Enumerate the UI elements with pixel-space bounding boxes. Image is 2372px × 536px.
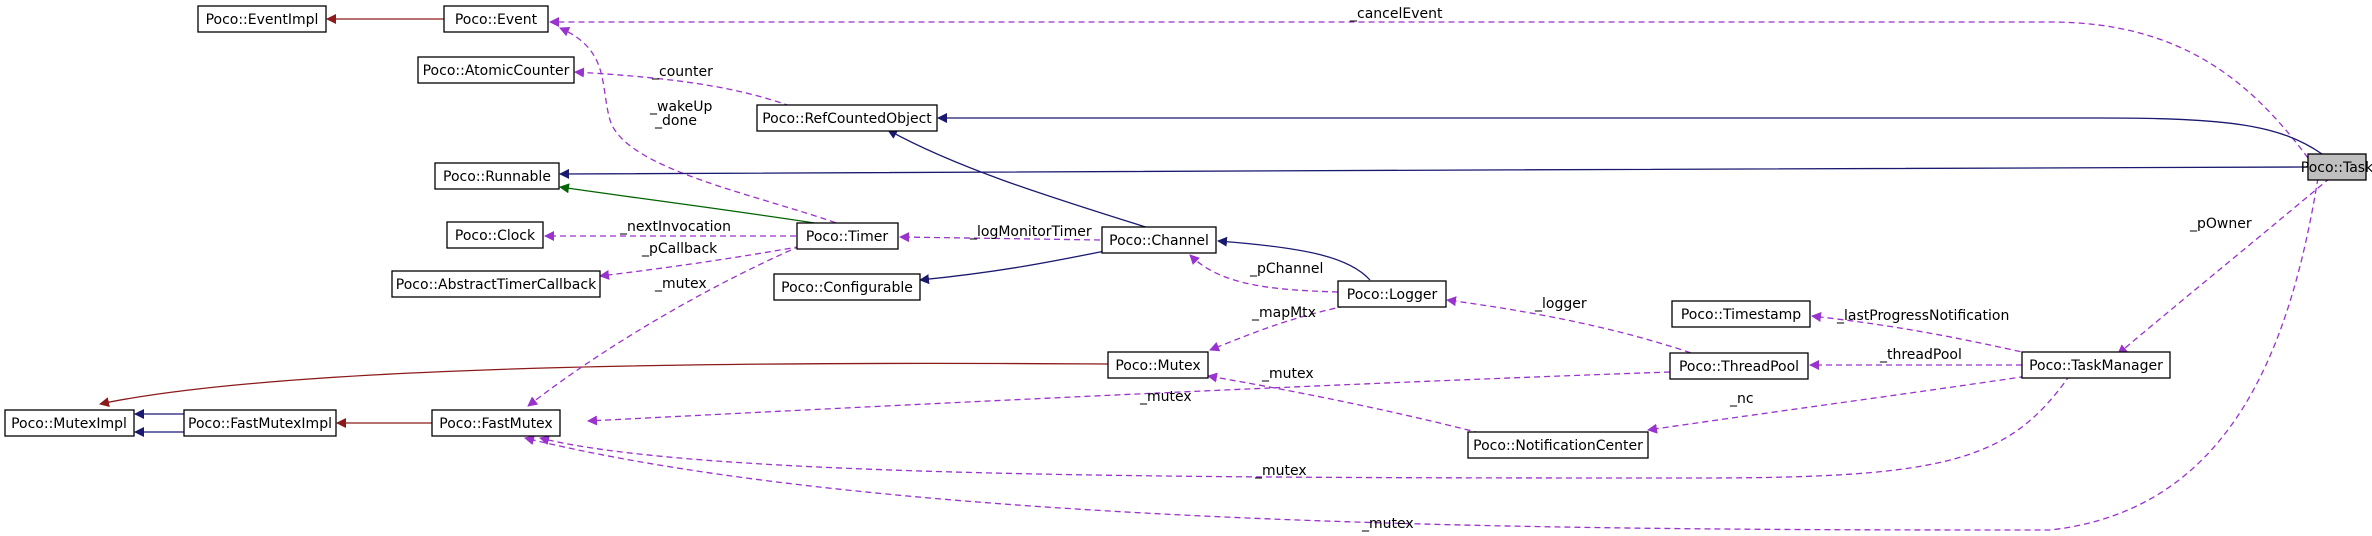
node-fast-mutex-impl-label: Poco::FastMutexImpl — [188, 416, 332, 432]
node-task-manager-label: Poco::TaskManager — [2029, 358, 2163, 374]
edge-logger-inherits-channel — [1217, 236, 1371, 281]
node-event-label: Poco::Event — [455, 12, 538, 28]
node-event-impl-label: Poco::EventImpl — [206, 12, 319, 28]
node-runnable-label: Poco::Runnable — [443, 169, 551, 185]
label-next-invocation: _nextInvocation — [619, 219, 731, 235]
node-task-manager[interactable]: Poco::TaskManager — [2021, 351, 2171, 379]
node-channel[interactable]: Poco::Channel — [1101, 226, 1217, 254]
edge-timer-mutex — [527, 245, 801, 407]
node-fast-mutex[interactable]: Poco::FastMutex — [431, 409, 561, 437]
node-clock-label: Poco::Clock — [455, 228, 536, 244]
node-runnable[interactable]: Poco::Runnable — [434, 162, 560, 190]
node-abstract-timer-callback-label: Poco::AbstractTimerCallback — [396, 277, 597, 293]
node-configurable[interactable]: Poco::Configurable — [773, 273, 921, 301]
edge-task-inherits-refcounted — [937, 113, 2323, 155]
edge-threadpool-mutex — [587, 371, 1671, 426]
node-notification-center-label: Poco::NotificationCenter — [1473, 438, 1643, 454]
edge-channel-inherits-configurable — [919, 250, 1106, 285]
edge-mutex-inherits-mutex-impl — [99, 362, 1109, 408]
node-event-impl[interactable]: Poco::EventImpl — [197, 5, 327, 33]
edge-logger-pchannel — [1189, 254, 1339, 293]
node-timestamp[interactable]: Poco::Timestamp — [1671, 300, 1811, 328]
edge-taskmanager-timestamp — [1811, 312, 2041, 357]
node-clock[interactable]: Poco::Clock — [446, 221, 544, 249]
edge-task-inherits-runnable — [559, 166, 2309, 179]
node-thread-pool-label: Poco::ThreadPool — [1679, 359, 1799, 375]
node-task[interactable]: Poco::Task — [2301, 153, 2372, 181]
node-ref-counted-object[interactable]: Poco::RefCountedObject — [756, 104, 938, 132]
node-channel-label: Poco::Channel — [1109, 233, 1209, 249]
label-nc: _nc — [1729, 391, 1754, 407]
edge-channel-inherits-refcounted — [887, 129, 1156, 231]
label-log-monitor-timer: _logMonitorTimer — [969, 224, 1092, 240]
label-logger: _logger — [1534, 296, 1587, 312]
node-mutex-label: Poco::Mutex — [1115, 358, 1200, 374]
label-mutex-taskmanager: _mutex — [1254, 463, 1307, 479]
label-mutex-task: _mutex — [1361, 516, 1414, 532]
label-wakeup: _wakeUp — [649, 99, 712, 115]
node-atomic-counter-label: Poco::AtomicCounter — [423, 63, 570, 79]
node-notification-center[interactable]: Poco::NotificationCenter — [1467, 431, 1649, 459]
node-timer-label: Poco::Timer — [806, 229, 888, 245]
label-thread-pool: _threadPool — [1879, 347, 1962, 363]
edge-labels: _cancelEvent _counter _wakeUp _done _nex… — [619, 6, 2252, 532]
label-cancel-event: _cancelEvent — [1349, 6, 1443, 22]
node-logger-label: Poco::Logger — [1347, 287, 1438, 303]
node-timestamp-label: Poco::Timestamp — [1681, 307, 1801, 323]
edge-task-powner — [2117, 177, 2331, 355]
edge-threadpool-logger — [1446, 296, 1701, 357]
edge-refcounted-counter — [574, 67, 791, 107]
node-configurable-label: Poco::Configurable — [781, 280, 913, 296]
node-event[interactable]: Poco::Event — [443, 5, 549, 33]
node-fast-mutex-label: Poco::FastMutex — [439, 416, 552, 432]
edge-channel-logmonitortimer — [899, 232, 1101, 243]
edge-timer-pcallback — [599, 242, 821, 280]
nodes: Poco::EventImpl Poco::Event Poco::Atomic… — [4, 5, 2372, 459]
node-fast-mutex-impl[interactable]: Poco::FastMutexImpl — [183, 409, 337, 437]
node-mutex-impl-label: Poco::MutexImpl — [11, 416, 127, 432]
label-powner: _pOwner — [2189, 216, 2252, 232]
label-done: _done — [654, 113, 697, 129]
edge-logger-mapmtx — [1209, 305, 1346, 352]
label-counter: _counter — [651, 64, 713, 80]
edge-task-cancel-event — [549, 17, 2309, 159]
label-pcallback: _pCallback — [641, 241, 718, 257]
edge-taskmanager-nc — [1647, 374, 2036, 434]
edge-task-mutex — [524, 177, 2319, 531]
edges — [99, 14, 2331, 531]
node-mutex-impl[interactable]: Poco::MutexImpl — [4, 409, 135, 437]
label-map-mtx: _mapMtx — [1251, 305, 1316, 321]
node-logger[interactable]: Poco::Logger — [1337, 280, 1447, 308]
node-timer[interactable]: Poco::Timer — [796, 222, 899, 250]
label-last-progress: _lastProgressNotification — [1836, 308, 2009, 324]
node-abstract-timer-callback[interactable]: Poco::AbstractTimerCallback — [391, 270, 601, 298]
edge-taskmanager-mutex — [539, 374, 2071, 479]
edge-timer-inherits-runnable — [559, 183, 841, 228]
node-thread-pool[interactable]: Poco::ThreadPool — [1669, 352, 1809, 380]
label-mutex-threadpool: _mutex — [1139, 389, 1192, 405]
node-ref-counted-object-label: Poco::RefCountedObject — [762, 111, 932, 127]
node-atomic-counter[interactable]: Poco::AtomicCounter — [417, 56, 575, 84]
label-mutex-nc: _mutex — [1261, 366, 1314, 382]
node-mutex[interactable]: Poco::Mutex — [1107, 351, 1209, 379]
edge-nc-mutex — [1207, 372, 1481, 434]
node-task-label: Poco::Task — [2301, 160, 2372, 176]
label-mutex-timer: _mutex — [654, 276, 707, 292]
label-pchannel: _pChannel — [1249, 261, 1323, 277]
